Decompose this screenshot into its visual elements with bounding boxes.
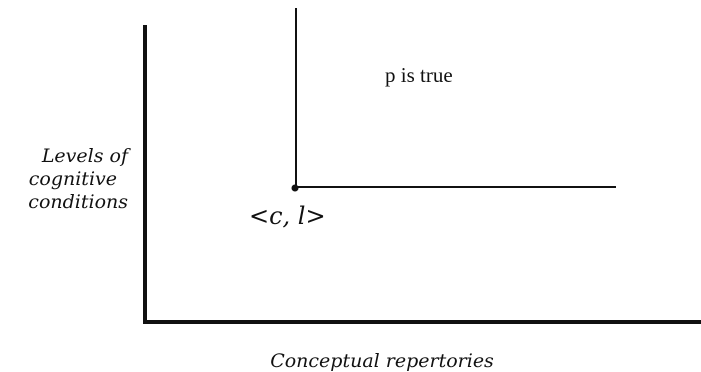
corner-point [291,184,299,192]
y-axis-label-line-1: Levels of [41,145,131,167]
y-axis-label-line-3: conditions [28,191,128,213]
point-label: <c, l> [249,202,326,230]
x-axis-label: Conceptual repertories [270,350,494,372]
region-label: p is true [385,63,453,87]
y-axis-label-line-2: cognitive [29,168,117,190]
